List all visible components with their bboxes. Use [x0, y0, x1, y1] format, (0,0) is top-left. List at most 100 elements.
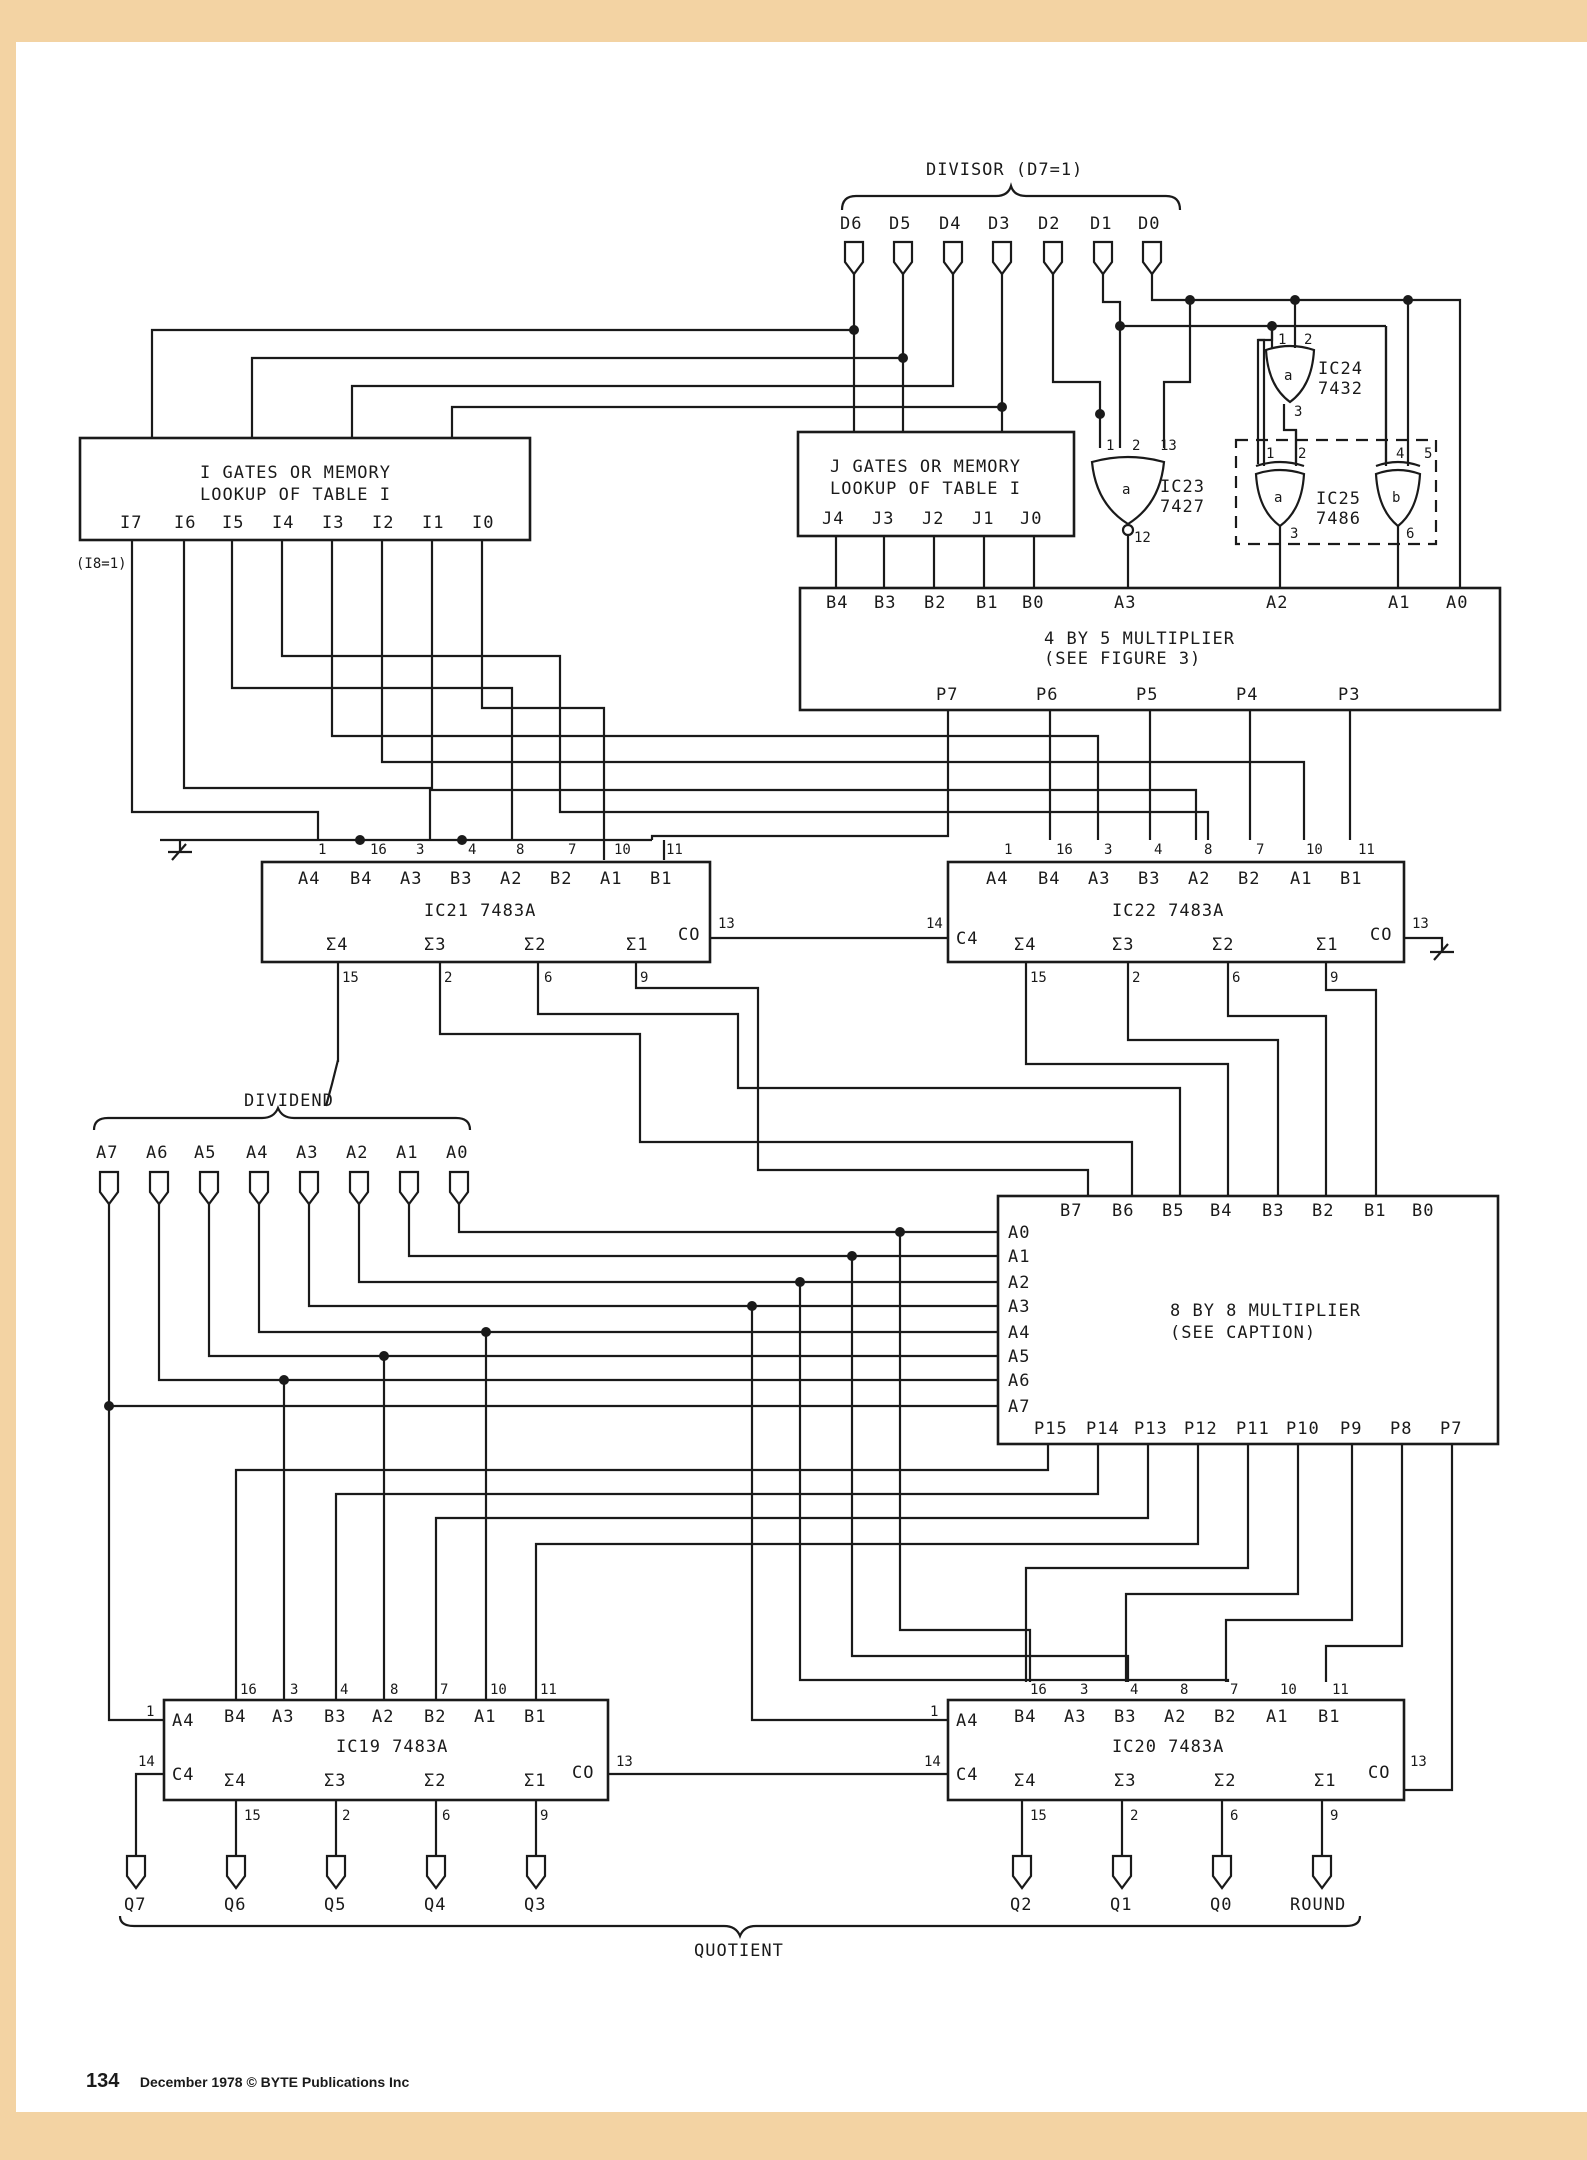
output-connector-q2 [1011, 1854, 1033, 1890]
ic19-pin-label: 10 [490, 1682, 507, 1698]
dividend-pin-a4: A4 [246, 1143, 268, 1163]
ic22-cin-label: C4 [956, 929, 978, 949]
ic19-in-label: A4 [172, 1711, 194, 1731]
ic23-pin-2: 2 [1132, 438, 1140, 454]
i-pin-i4: I4 [272, 513, 294, 533]
ic19-in-label: B1 [524, 1707, 546, 1727]
divisor-pin-d3: D3 [988, 214, 1010, 234]
i8-note: (I8=1) [76, 556, 127, 572]
ic25-pin-5: 5 [1424, 446, 1432, 462]
paper-edge-top [0, 0, 1587, 42]
ic22-sum-label: Σ4 [1014, 935, 1036, 955]
ic22-pin-label: 1 [1004, 842, 1012, 858]
j-gates-title-1: J GATES OR MEMORY [830, 457, 1021, 477]
paper-edge-bottom [0, 2112, 1587, 2160]
mult45-title-2: (SEE FIGURE 3) [1044, 649, 1201, 669]
ic19-pin-label: 7 [440, 1682, 448, 1698]
ic19-sum-pin: 15 [244, 1808, 261, 1824]
mult88-b0: B0 [1412, 1201, 1434, 1221]
ic19-sum-label: Σ1 [524, 1771, 546, 1791]
ic21-name: IC21 7483A [424, 901, 536, 921]
j-pin-j2: J2 [922, 509, 944, 529]
ic22-sum-label: Σ3 [1112, 935, 1134, 955]
mult88-a0: A0 [1008, 1223, 1030, 1243]
ic21-sum-pin: 6 [544, 970, 552, 986]
paper-edge-left [0, 0, 16, 2160]
ic23-pin-13: 13 [1160, 438, 1177, 454]
ic21-pin-label: 7 [568, 842, 576, 858]
dividend-pin-a6: A6 [146, 1143, 168, 1163]
quotient-q5: Q5 [324, 1895, 346, 1915]
j-pin-j3: J3 [872, 509, 894, 529]
mult88-b2: B2 [1312, 1201, 1334, 1221]
j-to-mult45-wiring [834, 536, 1036, 588]
quotient-brace [118, 1915, 1362, 1939]
mult88-p9: P9 [1340, 1419, 1362, 1439]
ic20-in-label: B4 [1014, 1707, 1036, 1727]
mult88-p10: P10 [1286, 1419, 1320, 1439]
ic21-pin-label: 11 [666, 842, 683, 858]
ic25-pin-4: 4 [1396, 446, 1404, 462]
mult88-a4: A4 [1008, 1323, 1030, 1343]
ic23-name: IC23 [1160, 477, 1205, 497]
ic21-sum-label: Σ4 [326, 935, 348, 955]
mult88-a2: A2 [1008, 1273, 1030, 1293]
j-pin-j1: J1 [972, 509, 994, 529]
quotient-label: QUOTIENT [694, 1941, 784, 1961]
ic20-in-label: A1 [1266, 1707, 1288, 1727]
ic22-cin-pin: 14 [926, 916, 943, 932]
divisor-label: DIVISOR (D7=1) [926, 160, 1083, 180]
mult45-in-a3: A3 [1114, 593, 1136, 613]
dividend-pin-a1: A1 [396, 1143, 418, 1163]
ic22-in-label: B2 [1238, 869, 1260, 889]
ic21-sum-pin: 15 [342, 970, 359, 986]
ic22-pin-label: 3 [1104, 842, 1112, 858]
mult88-p7: P7 [1440, 1419, 1462, 1439]
ic22-in-label: A3 [1088, 869, 1110, 889]
ic21-pin-label: 8 [516, 842, 524, 858]
input-connector-a7 [98, 1170, 120, 1206]
ic21-in-label: B3 [450, 869, 472, 889]
ic21-pin-label: 4 [468, 842, 476, 858]
ic19-sum-pin: 6 [442, 1808, 450, 1824]
input-connector-d0 [1141, 240, 1163, 276]
ic22-pin-label: 16 [1056, 842, 1073, 858]
ic25-pin-3: 3 [1290, 526, 1298, 542]
mult88-b5: B5 [1162, 1201, 1184, 1221]
ic21-in-label: A3 [400, 869, 422, 889]
ic20-sum-pin: 9 [1330, 1808, 1338, 1824]
ic23-pin-12: 12 [1134, 530, 1151, 546]
ic20-pin-label: 1 [930, 1704, 938, 1720]
mult45-box: B4 B3 B2 B1 B0 A3 A2 A1 A0 4 BY 5 MULTIP… [798, 586, 1502, 712]
ic19-in-label: A1 [474, 1707, 496, 1727]
ic25-pin-6: 6 [1406, 526, 1414, 542]
ic22-sum-label: Σ1 [1316, 935, 1338, 955]
ic22-sum-pin: 9 [1330, 970, 1338, 986]
ic19-cout-pin: 13 [616, 1754, 633, 1770]
output-connector-q6 [225, 1854, 247, 1890]
ic22-sum-pin: 15 [1030, 970, 1047, 986]
divisor-pin-d2: D2 [1038, 214, 1060, 234]
divisor-brace [840, 182, 1182, 211]
ic21-cout-pin: 13 [718, 916, 735, 932]
ic19-pin-label: 1 [146, 1704, 154, 1720]
ic20-cout-pin: 13 [1410, 1754, 1427, 1770]
ic19-in-label: A2 [372, 1707, 394, 1727]
ic22-adder: 1 16 3 4 8 7 10 11 A4 B4 A3 B3 A2 B2 A1 … [710, 842, 1454, 986]
mult88-a1: A1 [1008, 1247, 1030, 1267]
mult45-in-b1: B1 [976, 593, 998, 613]
ic19-in-label: B3 [324, 1707, 346, 1727]
ic20-in-label: B3 [1114, 1707, 1136, 1727]
mult88-p8: P8 [1390, 1419, 1412, 1439]
output-connector-q5 [325, 1854, 347, 1890]
input-connector-a2 [348, 1170, 370, 1206]
ic22-pin-label: 4 [1154, 842, 1162, 858]
divisor-pin-d1: D1 [1090, 214, 1112, 234]
ic22-cout-pin: 13 [1412, 916, 1429, 932]
mult88-b1: B1 [1364, 1201, 1386, 1221]
dividend-pin-a5: A5 [194, 1143, 216, 1163]
ic20-adder: 16 3 4 8 7 10 11 1 A4 B4 A3 B3 A2 B2 A1 … [608, 1682, 1427, 1856]
mult88-title-1: 8 BY 8 MULTIPLIER [1170, 1301, 1361, 1321]
ic23-gate-letter: a [1122, 482, 1130, 498]
ic20-sum-label: Σ2 [1214, 1771, 1236, 1791]
